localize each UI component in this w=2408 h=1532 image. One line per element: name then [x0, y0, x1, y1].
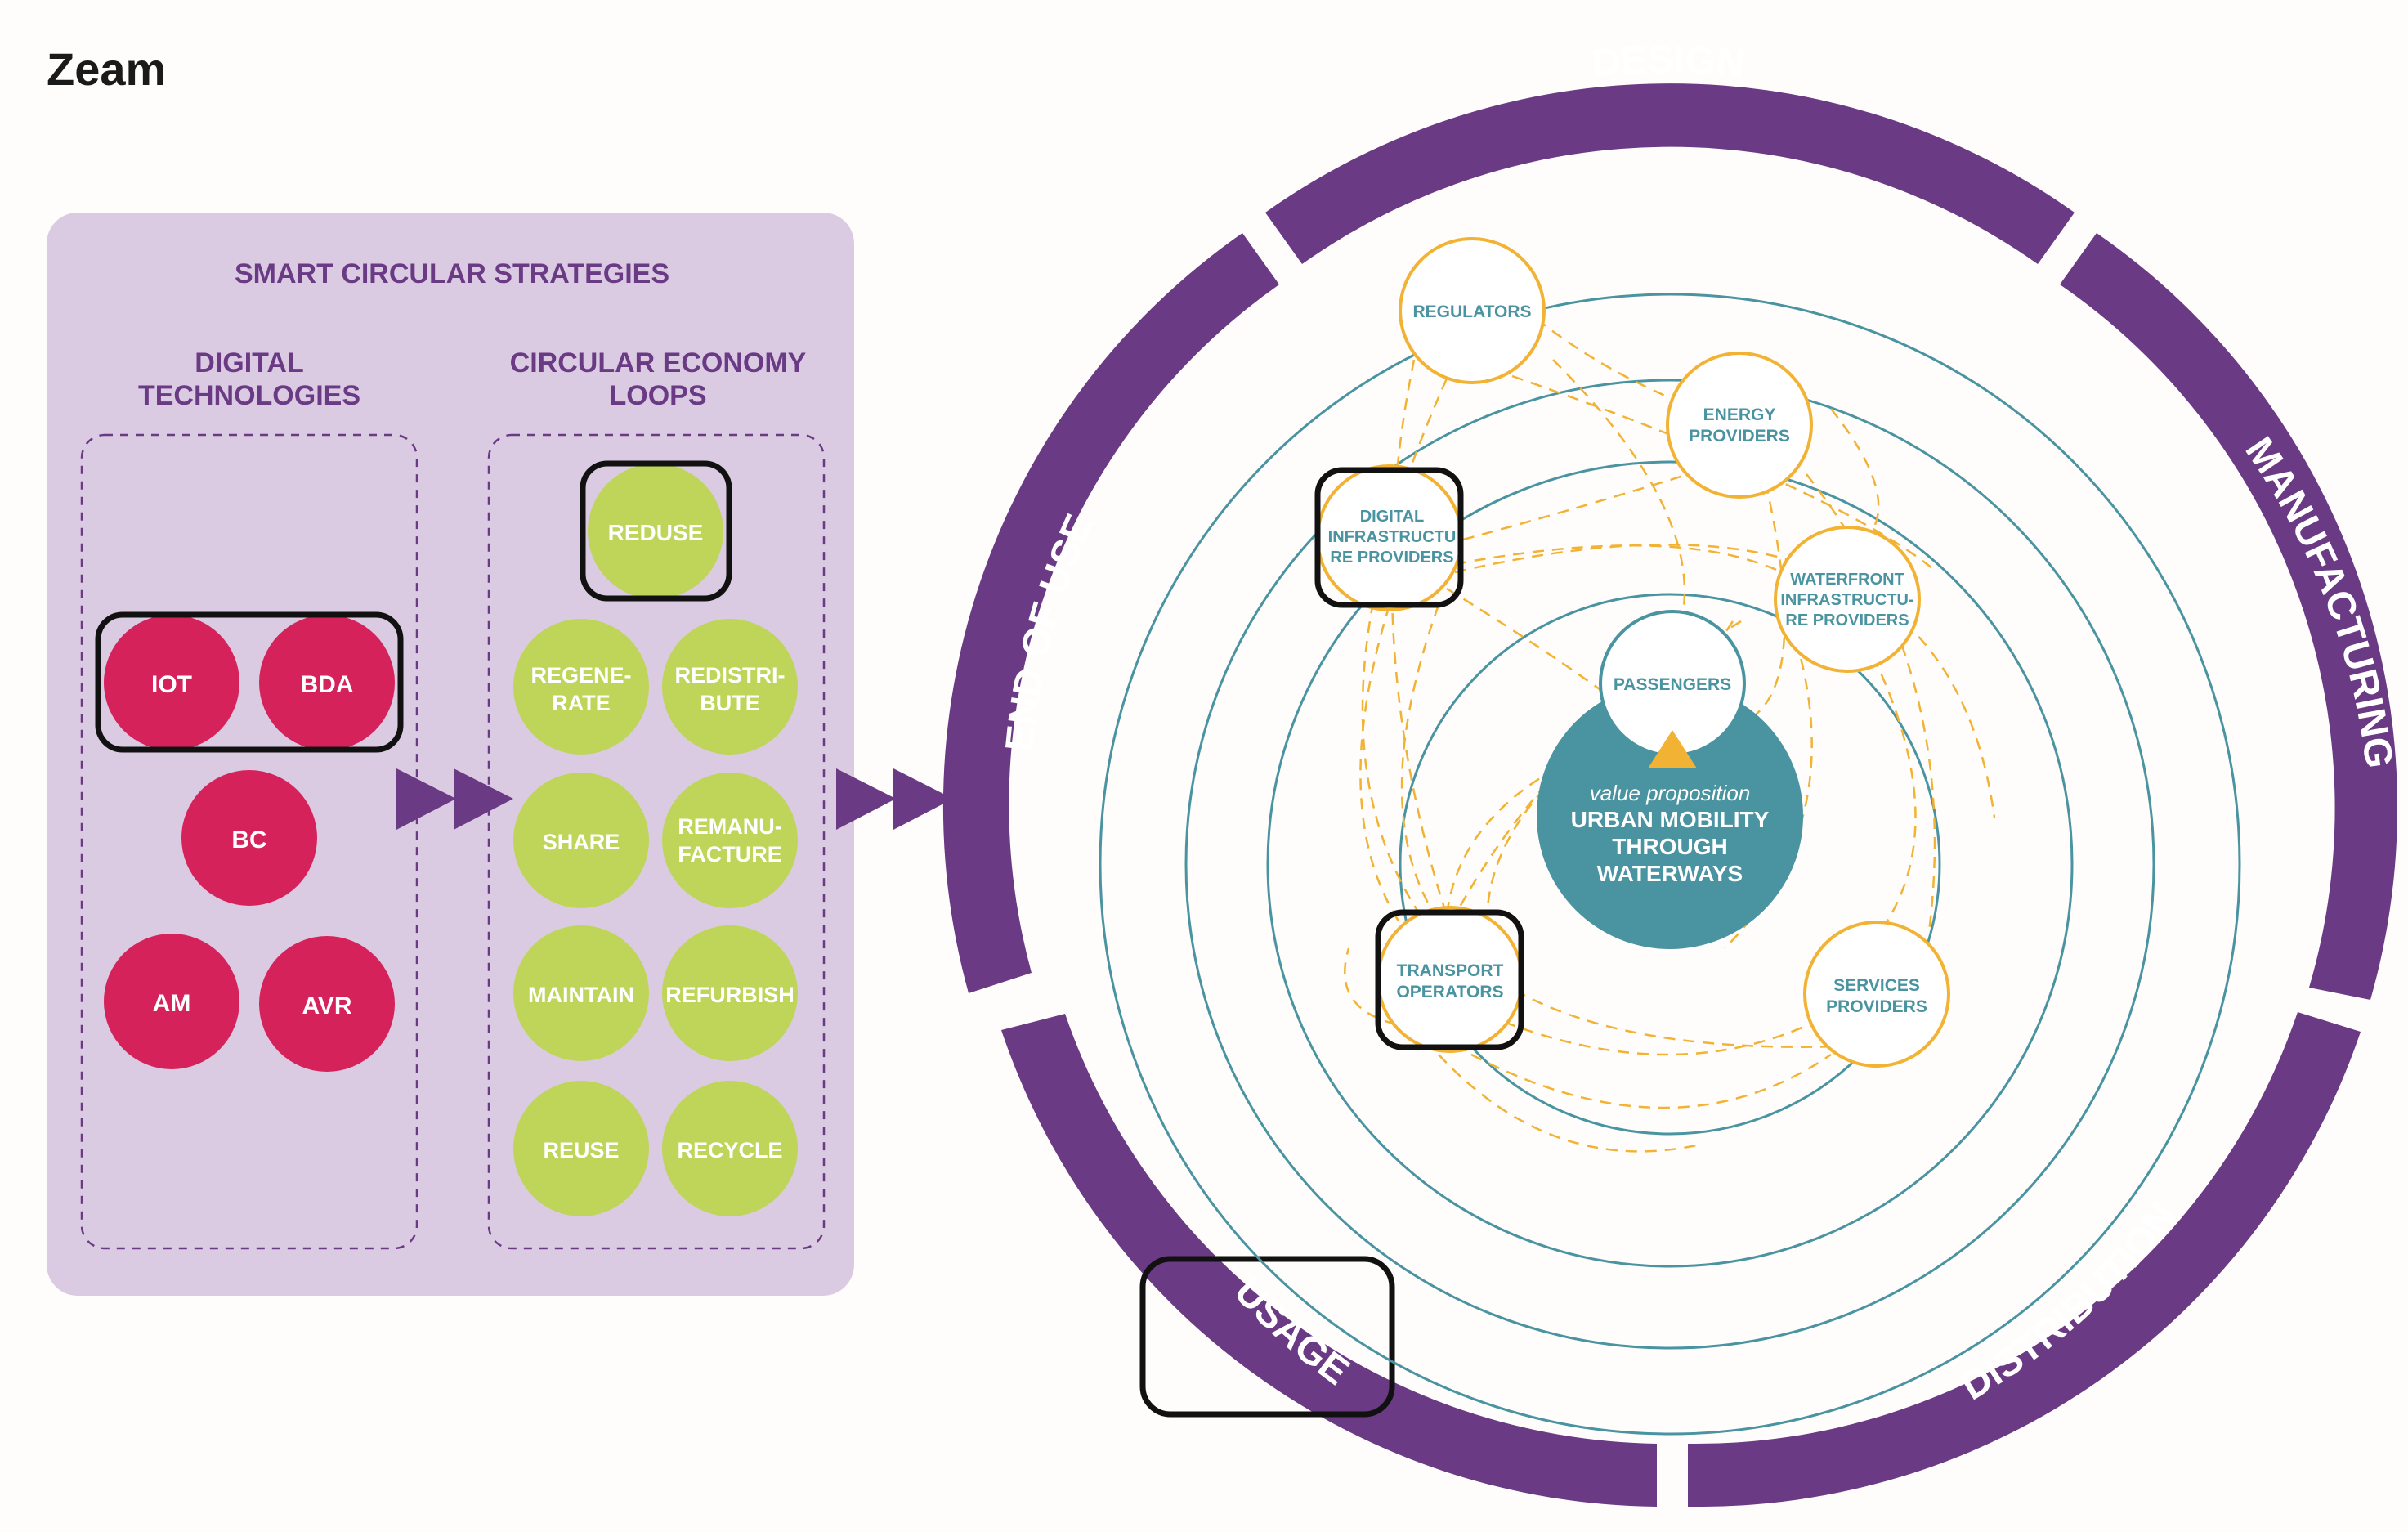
- loops-heading-2: LOOPS: [609, 380, 706, 411]
- link: [1359, 604, 1408, 933]
- value-proposition-label: value proposition: [1590, 781, 1751, 805]
- segment-distribution: [1688, 1012, 2361, 1507]
- loop-remanufacture-label-2: FACTURE: [678, 842, 782, 867]
- actor-services-providers: [1803, 921, 1950, 1068]
- loop-recycle: [662, 1081, 798, 1216]
- segment-manufacturing-label: MANUFACTURING: [2237, 430, 2401, 771]
- tech-avr: [259, 936, 395, 1072]
- loop-redistribute-label-1: REDISTRI-: [675, 663, 786, 688]
- tech-am: [104, 934, 239, 1069]
- segment-design-label: DESIGN: [1590, 38, 1746, 86]
- value-proposition-line-1: URBAN MOBILITY: [1571, 807, 1770, 832]
- actor-energy-label-1: ENERGY: [1703, 405, 1776, 424]
- actor-regulators-label: REGULATORS: [1412, 302, 1531, 321]
- link: [1390, 359, 1448, 916]
- loop-reduse: [588, 464, 723, 599]
- segment-usage: [1001, 1014, 1657, 1507]
- tech-avr-label: AVR: [302, 992, 351, 1019]
- arrow-chevron: [893, 768, 953, 830]
- digital-box: [80, 433, 418, 1250]
- segment-manufacturing: [2060, 233, 2398, 1000]
- loop-maintain: [513, 925, 649, 1061]
- arrow-chevron: [454, 768, 513, 830]
- value-proposition-line-2: THROUGH: [1612, 834, 1728, 859]
- tech-bda: [259, 615, 395, 750]
- digital-heading-2: TECHNOLOGIES: [138, 380, 360, 411]
- loop-maintain-label: MAINTAIN: [528, 983, 634, 1007]
- loop-remanufacture: [662, 773, 798, 908]
- ecosystem-rings: [1099, 293, 2241, 1436]
- actor-regulators: [1399, 237, 1546, 384]
- loops-box: [487, 433, 826, 1250]
- segment-design: [1265, 83, 2075, 264]
- loop-redistribute: [662, 619, 798, 755]
- loop-refurbish-label: REFURBISH: [665, 983, 794, 1007]
- actor-passengers-label: PASSENGERS: [1614, 675, 1731, 694]
- digital-tech-circles: IOT BDA BC AM AVR: [104, 615, 395, 1072]
- triangle-icon: [1648, 730, 1697, 768]
- arrow-chevron: [836, 768, 896, 830]
- actor-digital-label-1: DIGITAL: [1360, 508, 1425, 526]
- page-title: Zeam: [47, 43, 166, 95]
- loop-redistribute-label-2: BUTE: [700, 691, 760, 715]
- ring-outer: [1099, 293, 2241, 1436]
- link: [1454, 544, 1783, 574]
- actor-transport-label-1: TRANSPORT: [1397, 961, 1504, 980]
- loop-refurbish: [662, 925, 798, 1061]
- actor-waterfront-label-3: RE PROVIDERS: [1785, 611, 1909, 629]
- tech-bda-label: BDA: [301, 671, 354, 698]
- actor-digital-label-2: INFRASTRUCTU: [1328, 528, 1457, 546]
- actor-digital-label-3: RE PROVIDERS: [1330, 549, 1453, 567]
- actor-waterfront-label-1: WATERFRONT: [1790, 571, 1904, 589]
- loop-recycle-label: RECYCLE: [677, 1138, 782, 1162]
- highlight-transport-operators: [1375, 909, 1524, 1050]
- digital-heading-1: DIGITAL: [195, 347, 303, 379]
- tech-iot: [104, 615, 239, 750]
- loop-remanufacture-label-1: REMANU-: [678, 814, 782, 839]
- tech-bc: [181, 770, 317, 906]
- link: [1438, 1054, 1701, 1153]
- ring-inner: [1266, 460, 2074, 1268]
- ring-middle: [1184, 379, 2155, 1350]
- loops-heading-1: CIRCULAR ECONOMY: [510, 347, 807, 379]
- flow-arrows: [396, 768, 953, 830]
- actor-energy-label-2: PROVIDERS: [1689, 427, 1790, 446]
- loop-regenerate-label-1: REGENE-: [530, 663, 631, 688]
- highlight-reduse: [580, 460, 732, 602]
- loop-reduse-label: REDUSE: [608, 520, 704, 545]
- actor-transport-label-2: OPERATORS: [1396, 983, 1503, 1001]
- strategies-title: SMART CIRCULAR STRATEGIES: [235, 258, 669, 289]
- loop-circles: REDUSE REGENE- RATE REDISTRI- BUTE SHARE…: [513, 464, 798, 1216]
- loop-regenerate: [513, 619, 649, 755]
- arrow-chevron: [396, 768, 456, 830]
- link: [1854, 620, 1917, 933]
- loop-share-label: SHARE: [543, 830, 620, 854]
- actor-services-label-1: SERVICES: [1833, 976, 1920, 995]
- value-proposition-circle: [1537, 683, 1803, 949]
- loop-reuse-label: REUSE: [543, 1138, 619, 1162]
- segment-end-of-use: [942, 233, 1279, 993]
- actor-waterfront-infrastructure: [1774, 526, 1921, 673]
- loop-reuse: [513, 1081, 649, 1216]
- ring-core: [1399, 593, 1941, 1136]
- highlight-iot-bda: [95, 611, 404, 753]
- actor-services-label-2: PROVIDERS: [1826, 997, 1927, 1016]
- tech-iot-label: IOT: [151, 671, 192, 698]
- tech-am-label: AM: [153, 990, 191, 1017]
- loop-share: [513, 773, 649, 908]
- link: [1445, 718, 1685, 916]
- link: [1361, 343, 1465, 941]
- actor-waterfront-label-2: INFRASTRUCTU-: [1780, 591, 1913, 609]
- link: [1830, 408, 1880, 532]
- link: [1503, 1020, 1815, 1056]
- actor-energy-providers: [1666, 352, 1813, 499]
- link: [1470, 1053, 1832, 1109]
- tech-bc-label: BC: [231, 826, 266, 853]
- highlight-usage: [1139, 1256, 1395, 1418]
- link: [1454, 544, 1996, 818]
- value-proposition-line-3: WATERWAYS: [1597, 861, 1743, 886]
- loop-regenerate-label-2: RATE: [552, 691, 611, 715]
- highlight-digital-infrastructure: [1314, 467, 1464, 608]
